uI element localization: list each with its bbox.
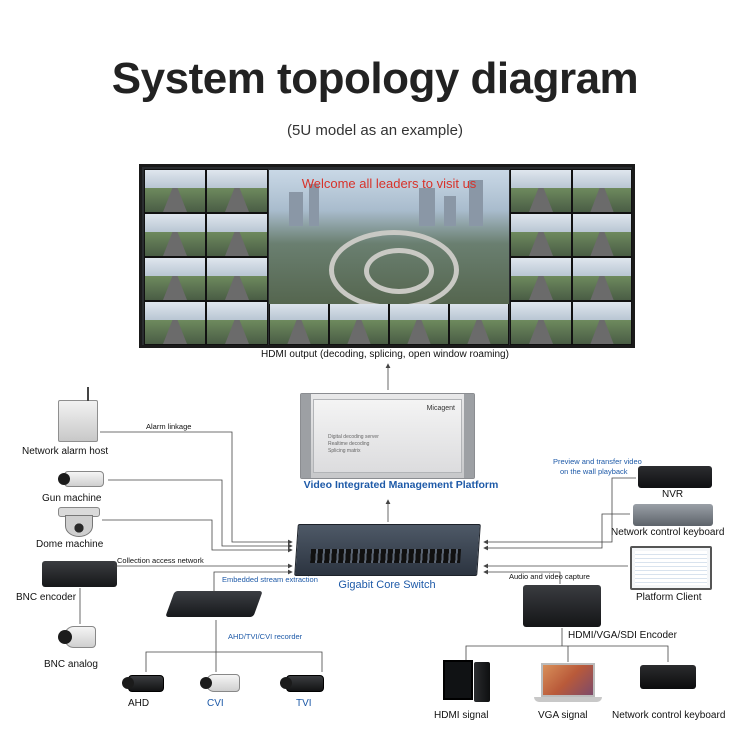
page-subtitle: (5U model as an example) [287, 122, 463, 139]
wall-tile [206, 169, 268, 213]
gun-link [108, 479, 293, 549]
platform-face-text-2: Realtime decoding [328, 441, 370, 447]
pc-tower-icon [474, 662, 490, 702]
keyboard-link [483, 513, 630, 551]
recorder-label: AHD/TVI/CVI recorder [228, 632, 303, 641]
laptop-icon [541, 663, 595, 697]
bnc-analog-label: BNC analog [44, 659, 98, 670]
nvr-device [638, 466, 712, 488]
dome-machine-label: Dome machine [36, 539, 104, 550]
cvi-label: CVI [207, 698, 224, 709]
wall-banner: Welcome all leaders to visit us [301, 176, 477, 191]
encoder-link [483, 569, 561, 584]
network-keyboard-box-icon [640, 665, 696, 689]
platform-client-monitor [630, 546, 712, 590]
embedded-link [213, 569, 293, 592]
wall-tile [510, 169, 572, 213]
bottom-network-keyboard-label: Network control keyboard [612, 710, 726, 721]
platform-label: Video Integrated Management Platform [303, 479, 499, 491]
ahd-label: AHD [128, 698, 150, 709]
nvr-label: NVR [662, 489, 684, 500]
hdmi-monitor-icon [443, 660, 473, 700]
bnc-encoder-label: BNC encoder [16, 592, 77, 603]
wall-tile [144, 169, 206, 213]
wall-tile [206, 301, 268, 345]
gun-machine-label: Gun machine [42, 493, 102, 504]
management-platform-server: Micagent Digital decoding server Realtim… [300, 393, 475, 479]
alarm-host-label: Network alarm host [22, 446, 109, 457]
wall-tile [144, 257, 206, 301]
vga-signal-label: VGA signal [538, 710, 588, 721]
control-keyboard-device [633, 504, 713, 526]
laptop-base [534, 697, 602, 702]
nvr-link [483, 477, 636, 545]
page-title: System topology diagram [111, 54, 639, 103]
cvi-camera-icon [196, 671, 242, 695]
wall-tile [329, 301, 389, 345]
wall-tile [510, 301, 572, 345]
hdmi-output-label: HDMI output (decoding, splicing, open wi… [261, 349, 509, 360]
preview-label-line1: Preview and transfer video [553, 457, 642, 466]
platform-face-text-1: Digital decoding server [328, 434, 379, 440]
wall-tile [144, 301, 206, 345]
gun-camera-icon [56, 468, 106, 490]
preview-label-line2: on the wall playback [560, 467, 628, 476]
wall-tile [206, 213, 268, 257]
wall-tile [206, 257, 268, 301]
encoder-label: HDMI/VGA/SDI Encoder [568, 630, 677, 641]
hdmi-signal-label: HDMI signal [434, 710, 489, 721]
wall-main-window: Welcome all leaders to visit us [269, 170, 509, 304]
source-bus [465, 645, 669, 662]
wall-tile [510, 257, 572, 301]
dome-link [102, 519, 293, 553]
wall-tile [572, 257, 632, 301]
tvi-camera-icon [276, 672, 326, 696]
bnc-encoder-device [42, 561, 117, 587]
dome-camera-icon [58, 507, 100, 537]
video-wall: Welcome all leaders to visit us [139, 164, 635, 348]
embedded-extraction-label: Embedded stream extraction [222, 575, 318, 584]
alarm-host-device [58, 387, 98, 442]
audio-video-capture-label: Audio and video capture [509, 572, 590, 581]
network-keyboard-label: Network control keyboard [611, 527, 725, 538]
wall-tile [449, 301, 509, 345]
wall-tile [510, 213, 572, 257]
switch-label: Gigabit Core Switch [338, 579, 436, 591]
wall-tile [389, 301, 449, 345]
platform-face-text-3: Splicing matrix [328, 448, 361, 454]
alarm-linkage-label: Alarm linkage [146, 422, 192, 431]
wall-tile [572, 169, 632, 213]
platform-client-label: Platform Client [636, 592, 702, 603]
wall-tile [572, 213, 632, 257]
wall-tile [572, 301, 632, 345]
alarm-link [100, 431, 293, 545]
ahd-camera-icon [118, 672, 166, 696]
platform-brand: Micagent [426, 405, 455, 412]
wall-tile [269, 301, 329, 345]
tvi-label: TVI [296, 698, 312, 709]
camera-bus [145, 651, 323, 672]
wall-tile [144, 213, 206, 257]
hdmi-vga-sdi-encoder-device [523, 585, 601, 627]
bnc-analog-camera-icon [54, 624, 98, 658]
collection-access-label: Collection access network [117, 556, 204, 565]
